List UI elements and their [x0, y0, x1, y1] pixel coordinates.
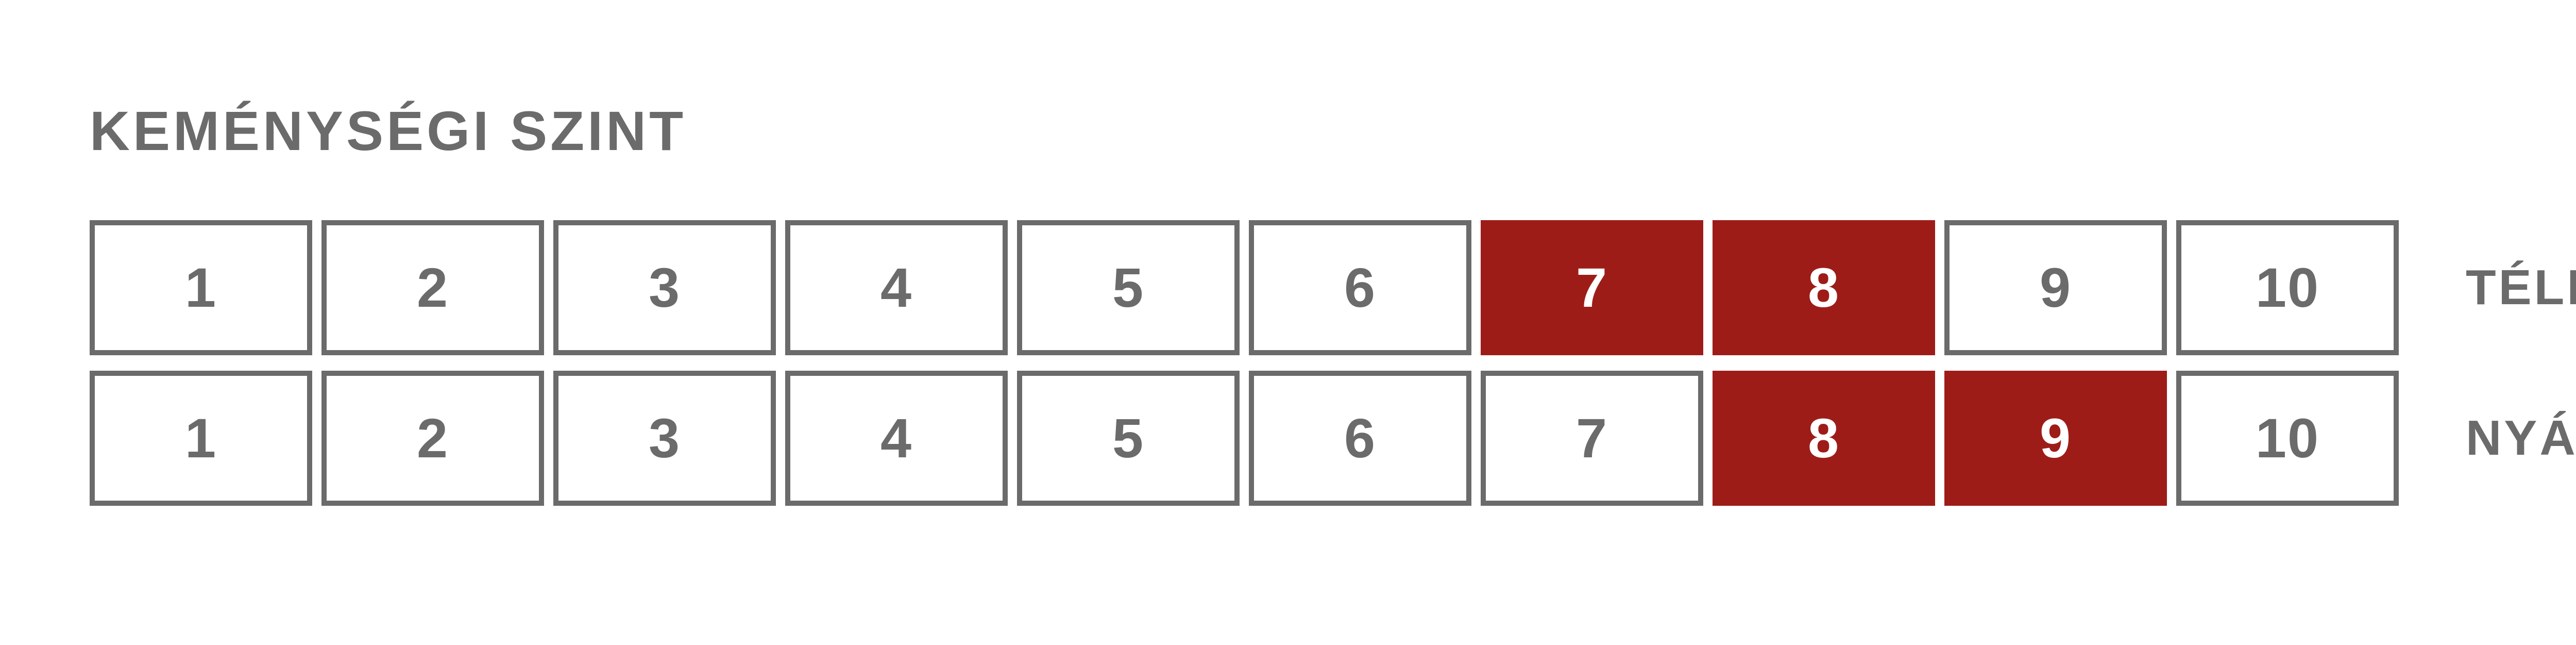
scale-cell-summer-6[interactable]: 6 — [1249, 371, 1471, 506]
scale-cell-winter-1[interactable]: 1 — [90, 220, 312, 355]
scale-boxes-winter: 1 2 3 4 5 6 7 8 9 10 — [90, 220, 2399, 355]
scale-cell-summer-8[interactable]: 8 — [1713, 371, 1935, 506]
hardness-scale-rows: 1 2 3 4 5 6 7 8 9 10 TÉLI ODAL 1 2 3 4 5… — [90, 219, 2576, 507]
scale-cell-summer-7[interactable]: 7 — [1481, 371, 1703, 506]
scale-cell-summer-9[interactable]: 9 — [1944, 371, 2167, 506]
scale-cell-winter-5[interactable]: 5 — [1017, 220, 1240, 355]
scale-cell-winter-10[interactable]: 10 — [2176, 220, 2399, 355]
scale-cell-winter-2[interactable]: 2 — [321, 220, 544, 355]
page-title: KEMÉNYSÉGI SZINT — [90, 100, 687, 162]
scale-cell-summer-3[interactable]: 3 — [553, 371, 776, 506]
scale-cell-winter-4[interactable]: 4 — [785, 220, 1008, 355]
scale-cell-winter-9[interactable]: 9 — [1944, 220, 2167, 355]
scale-cell-summer-1[interactable]: 1 — [90, 371, 312, 506]
scale-cell-summer-4[interactable]: 4 — [785, 371, 1008, 506]
scale-row-winter: 1 2 3 4 5 6 7 8 9 10 TÉLI ODAL — [90, 219, 2576, 356]
scale-cell-winter-8[interactable]: 8 — [1713, 220, 1935, 355]
scale-cell-winter-6[interactable]: 6 — [1249, 220, 1471, 355]
scale-row-label-winter: TÉLI ODAL — [2466, 260, 2576, 315]
scale-boxes-summer: 1 2 3 4 5 6 7 8 9 10 — [90, 371, 2399, 506]
scale-cell-summer-10[interactable]: 10 — [2176, 371, 2399, 506]
scale-cell-winter-7[interactable]: 7 — [1481, 220, 1703, 355]
scale-cell-summer-5[interactable]: 5 — [1017, 371, 1240, 506]
scale-row-label-summer: NYÁRI ODAL — [2466, 410, 2576, 466]
scale-cell-winter-3[interactable]: 3 — [553, 220, 776, 355]
scale-cell-summer-2[interactable]: 2 — [321, 371, 544, 506]
scale-row-summer: 1 2 3 4 5 6 7 8 9 10 NYÁRI ODAL — [90, 370, 2576, 507]
